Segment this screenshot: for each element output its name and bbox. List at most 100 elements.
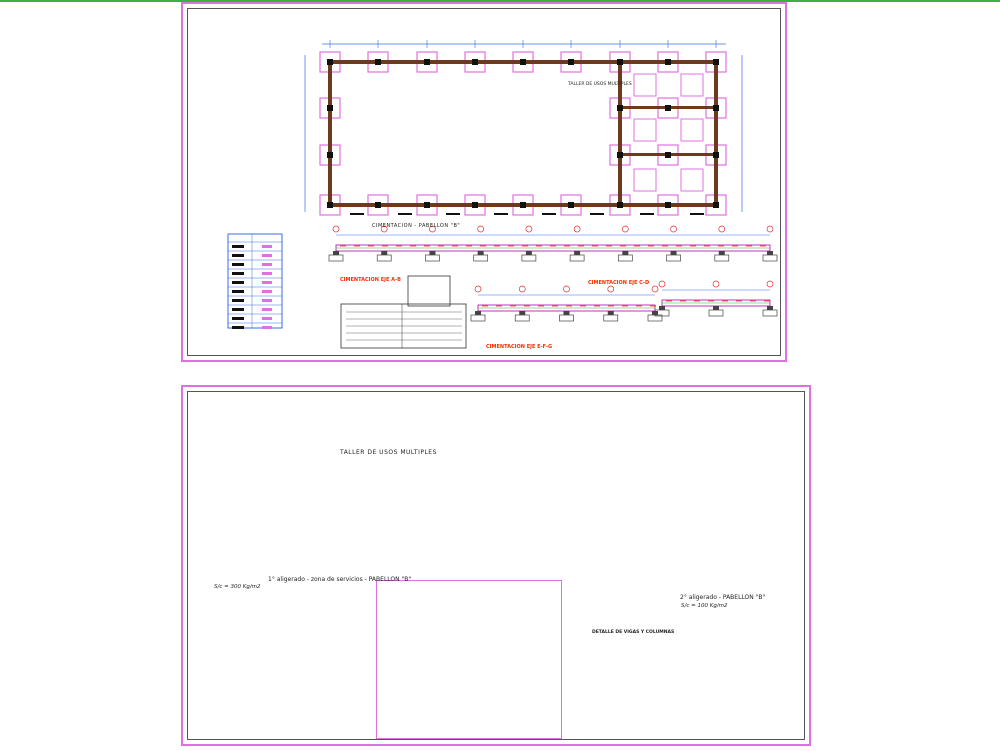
column	[665, 105, 671, 111]
pedestal	[563, 311, 570, 315]
grid-bubble	[429, 225, 436, 233]
legend-symbol	[262, 272, 272, 275]
pedestal	[670, 251, 677, 255]
slab-plan2-load: S/c = 100 Kg/m2	[681, 603, 728, 609]
legend-symbol	[262, 299, 272, 302]
legend-symbol	[262, 245, 272, 248]
legend-symbol	[262, 317, 272, 320]
footing-section	[425, 254, 440, 262]
pedestal	[519, 311, 526, 315]
legend-symbol	[262, 308, 272, 311]
pedestal	[622, 251, 629, 255]
legend-symbol	[262, 281, 272, 284]
grid-bubble	[718, 225, 726, 233]
text-block	[494, 213, 508, 215]
grid-bubble	[651, 285, 659, 293]
text-block	[640, 213, 654, 215]
foundation-room-label: TALLER DE USOS MULTIPLES	[568, 82, 632, 87]
pedestal	[429, 251, 436, 255]
legend-symbol	[232, 299, 244, 302]
slab-plan1-load: S/c = 300 Kg/m2	[214, 584, 261, 590]
top-accent-bar	[0, 0, 1000, 2]
tie-beam	[714, 62, 718, 207]
grid-bubble	[712, 280, 720, 288]
column	[424, 202, 430, 208]
pedestal	[475, 311, 481, 315]
section-label-1: CIMENTACION EJE A-B	[340, 277, 401, 283]
footing	[633, 73, 657, 97]
pedestal	[525, 251, 532, 255]
footing	[680, 118, 704, 142]
legend-symbol	[232, 254, 244, 257]
column	[375, 202, 381, 208]
section-label-2: CIMENTACION EJE C-D	[588, 280, 650, 286]
footing	[633, 168, 657, 192]
grid-bubble	[518, 285, 526, 293]
column	[327, 202, 333, 208]
grid-bubble	[621, 225, 629, 233]
legend-symbol	[232, 281, 244, 284]
footing	[633, 118, 657, 142]
legend-symbol	[232, 290, 244, 293]
legend-symbol	[232, 272, 244, 275]
notes-block	[407, 275, 451, 307]
grid-bubble	[766, 225, 774, 233]
legend-symbol	[262, 326, 272, 329]
footing-section	[603, 314, 619, 322]
grid-bubble	[563, 285, 570, 293]
column	[520, 59, 526, 65]
footing	[680, 168, 704, 192]
pedestal	[713, 306, 719, 310]
foundation-plan-title: CIMENTACION - PABELLON "B"	[372, 223, 461, 229]
footing-section	[470, 314, 486, 322]
column	[665, 152, 671, 158]
slab-room-label: TALLER DE USOS MULTIPLES	[340, 449, 437, 456]
column	[327, 105, 333, 111]
pedestal	[574, 251, 581, 255]
text-block	[590, 213, 604, 215]
pedestal	[333, 251, 339, 255]
footing-section	[521, 254, 537, 262]
tie-beam	[618, 62, 622, 207]
detail-title: DETALLE DE VIGAS Y COLUMNAS	[592, 630, 675, 635]
column	[713, 105, 719, 111]
column	[617, 59, 623, 65]
column	[568, 202, 574, 208]
section-label-3: CIMENTACION EJE E-F-G	[486, 344, 553, 350]
grid-bubble	[573, 225, 581, 233]
footing	[680, 73, 704, 97]
pedestal	[767, 251, 773, 255]
legend-symbol	[232, 326, 244, 329]
slab-plan2-title: 2° aligerado - PABELLON "B"	[680, 594, 766, 601]
pedestal	[659, 306, 665, 310]
column	[713, 152, 719, 158]
grid-bubble	[607, 285, 615, 293]
detail-highlight-frame	[376, 580, 562, 739]
sheet-frame-2	[187, 391, 805, 740]
legend-symbol	[262, 254, 272, 257]
column	[424, 59, 430, 65]
pedestal	[381, 251, 388, 255]
grid-bubble	[474, 285, 482, 293]
grid-bubble	[380, 225, 388, 233]
column	[617, 105, 623, 111]
slab-plan1-title: 1° aligerado - zona de servicios - PABEL…	[268, 576, 412, 583]
column	[665, 202, 671, 208]
grid-bubble	[670, 225, 677, 233]
footing-section	[514, 314, 530, 322]
column	[665, 59, 671, 65]
column	[472, 202, 478, 208]
pedestal	[607, 311, 614, 315]
legend-symbol	[232, 317, 244, 320]
column	[327, 152, 333, 158]
text-block	[690, 213, 704, 215]
title-block	[340, 303, 467, 349]
text-block	[350, 213, 364, 215]
column	[472, 59, 478, 65]
legend-symbol	[232, 263, 244, 266]
pedestal	[767, 306, 773, 310]
text-block	[398, 213, 412, 215]
footing-section	[762, 254, 778, 262]
footing-section	[376, 254, 392, 262]
grid-bubble	[766, 280, 774, 288]
